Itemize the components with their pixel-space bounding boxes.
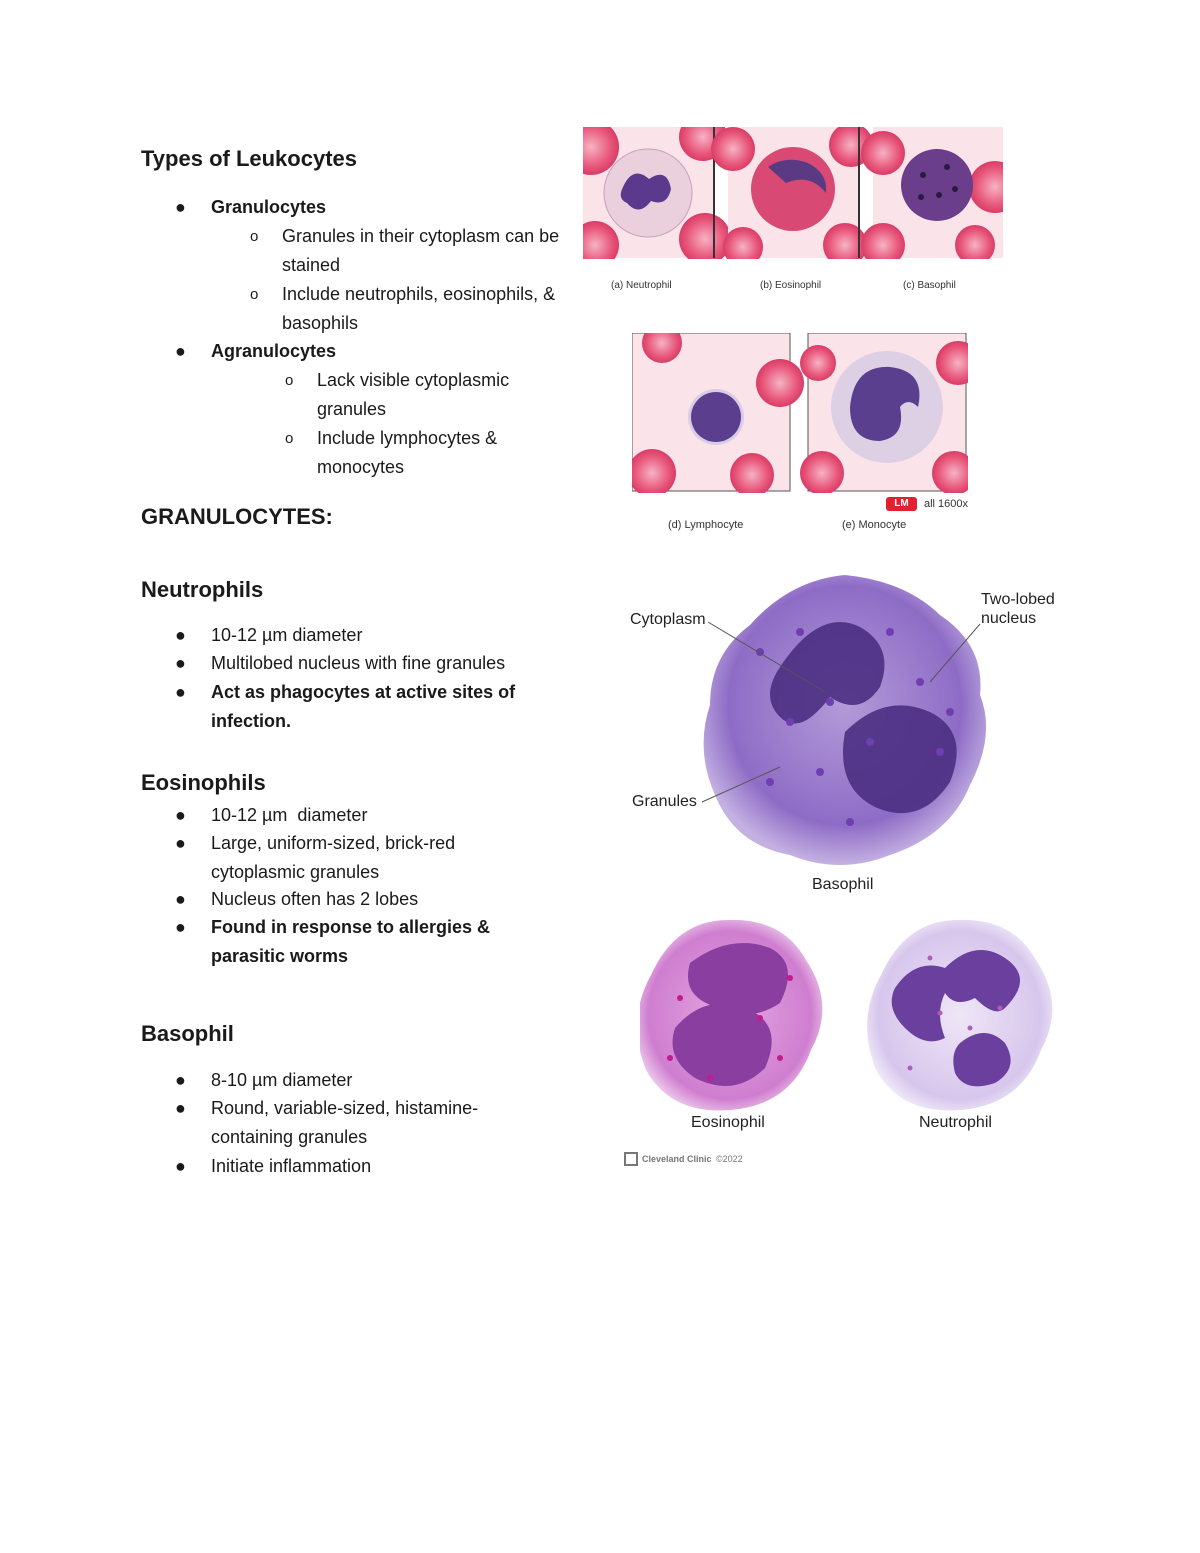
caption-lymphocyte: (d) Lymphocyte bbox=[668, 519, 744, 531]
list-item: o Include lymphocytes & monocytes bbox=[285, 424, 547, 482]
list-item: ● 10-12 µm diameter bbox=[175, 621, 363, 650]
nucleus-label: Two-lobed nucleus bbox=[981, 591, 1055, 627]
basophil-nucleus-lobe-2 bbox=[843, 705, 957, 814]
list-item: o Lack visible cytoplasmic granules bbox=[285, 366, 547, 424]
bullet-icon: ● bbox=[175, 1098, 186, 1118]
bullet-icon: ● bbox=[175, 1070, 186, 1090]
page-title: Types of Leukocytes bbox=[141, 146, 357, 171]
cleveland-clinic-logo-icon bbox=[624, 1152, 638, 1166]
caption-basophil: (c) Basophil bbox=[903, 280, 956, 291]
cells-diagram bbox=[640, 919, 1053, 1111]
bullet-icon: ● bbox=[175, 833, 186, 853]
basophil-pointer-lines bbox=[701, 621, 981, 803]
list-item: ● 10-12 µm diameter bbox=[175, 801, 368, 830]
circle-bullet-icon: o bbox=[250, 228, 259, 245]
neutrophil-diagram bbox=[867, 919, 1053, 1111]
list-item-text: Large, uniform-sized, brick-red cytoplas… bbox=[211, 833, 456, 882]
list-item: ● Found in response to allergies & parasi… bbox=[175, 913, 511, 971]
list-item-text: Granules in their cytoplasm can be stain… bbox=[282, 226, 560, 275]
list-item-text: Nucleus often has 2 lobes bbox=[211, 889, 419, 909]
bullet-icon: ● bbox=[175, 1156, 186, 1176]
magnification-label: all 1600x bbox=[924, 498, 969, 510]
bullet-icon: ● bbox=[175, 805, 186, 825]
list-item-text: Found in response to allergies & parasit… bbox=[211, 917, 491, 966]
cytoplasm-label: Cytoplasm bbox=[630, 611, 706, 628]
eosinophils-heading: Eosinophils bbox=[141, 770, 266, 795]
copyright-label: ©2022 bbox=[716, 1154, 743, 1164]
bullet-icon: ● bbox=[175, 197, 186, 217]
list-item-text: Include lymphocytes & monocytes bbox=[317, 428, 498, 477]
list-item: ● Round, variable-sized, histamine-contai… bbox=[175, 1094, 511, 1152]
credit-label: Cleveland Clinic bbox=[642, 1154, 712, 1164]
granulocytes-label: Granulocytes bbox=[211, 197, 327, 217]
list-item-text: Act as phagocytes at active sites of inf… bbox=[211, 682, 516, 731]
section-title: GRANULOCYTES: bbox=[141, 504, 333, 529]
bullet-icon: ● bbox=[175, 625, 186, 645]
granules-label: Granules bbox=[632, 793, 697, 810]
bullet-icon: ● bbox=[175, 889, 186, 909]
basophil-diagram-title: Basophil bbox=[812, 876, 874, 893]
list-item-text: Include neutrophils, eosinophils, & baso… bbox=[282, 284, 556, 333]
list-item-text: 10-12 µm diameter bbox=[211, 625, 363, 645]
list-item-text: 10-12 µm diameter bbox=[211, 805, 368, 825]
bullet-icon: ● bbox=[175, 682, 186, 702]
neutrophil-diagram-label: Neutrophil bbox=[919, 1114, 992, 1131]
circle-bullet-icon: o bbox=[250, 286, 259, 303]
list-item-text: Initiate inflammation bbox=[211, 1156, 372, 1176]
list-item: ● Initiate inflammation bbox=[175, 1152, 372, 1181]
list-item: ● Act as phagocytes at active sites of in… bbox=[175, 678, 541, 736]
list-item: ● 8-10 µm diameter bbox=[175, 1066, 353, 1095]
micrograph-row-bottom bbox=[632, 333, 968, 493]
bullet-icon: ● bbox=[175, 653, 186, 673]
list-item-text: Round, variable-sized, histamine-contain… bbox=[211, 1098, 479, 1147]
basophil-granules bbox=[756, 628, 954, 826]
lymphocyte-micrograph bbox=[632, 333, 804, 493]
monocyte-micrograph bbox=[800, 333, 968, 493]
list-item: o Granules in their cytoplasm can be stai… bbox=[250, 222, 567, 280]
list-item: ● Nucleus often has 2 lobes bbox=[175, 885, 419, 914]
eosinophil-micrograph bbox=[711, 127, 873, 259]
neutrophil-micrograph bbox=[583, 127, 731, 259]
circle-bullet-icon: o bbox=[285, 430, 294, 447]
list-item: ● Multilobed nucleus with fine granules bbox=[175, 649, 506, 678]
basophil-nucleus-lobe-1 bbox=[770, 622, 885, 724]
caption-monocyte: (e) Monocyte bbox=[842, 519, 907, 531]
circle-bullet-icon: o bbox=[285, 372, 294, 389]
list-item: ● Agranulocytes bbox=[175, 337, 337, 366]
basophil-heading: Basophil bbox=[141, 1021, 234, 1046]
agranulocytes-label: Agranulocytes bbox=[211, 341, 337, 361]
basophil-diagram bbox=[701, 575, 987, 865]
lm-badge-text: LM bbox=[894, 498, 909, 509]
neutrophils-heading: Neutrophils bbox=[141, 577, 264, 602]
basophil-micrograph bbox=[861, 127, 1003, 259]
eosinophil-diagram-label: Eosinophil bbox=[691, 1114, 765, 1131]
lm-badge: LM bbox=[886, 497, 917, 511]
caption-eosinophil: (b) Eosinophil bbox=[760, 280, 822, 291]
eosinophil-diagram bbox=[640, 919, 823, 1111]
bullet-icon: ● bbox=[175, 917, 186, 937]
micrograph-row-top bbox=[583, 127, 1003, 259]
list-item: o Include neutrophils, eosinophils, & bas… bbox=[250, 280, 567, 338]
list-item-text: Lack visible cytoplasmic granules bbox=[317, 370, 510, 419]
list-item: ● Large, uniform-sized, brick-red cytopla… bbox=[175, 829, 501, 887]
basophil-cell-body bbox=[703, 575, 987, 865]
list-item: ● Granulocytes bbox=[175, 193, 327, 222]
list-item-text: 8-10 µm diameter bbox=[211, 1070, 353, 1090]
bullet-icon: ● bbox=[175, 341, 186, 361]
caption-neutrophil: (a) Neutrophil bbox=[611, 280, 672, 291]
list-item-text: Multilobed nucleus with fine granules bbox=[211, 653, 506, 673]
